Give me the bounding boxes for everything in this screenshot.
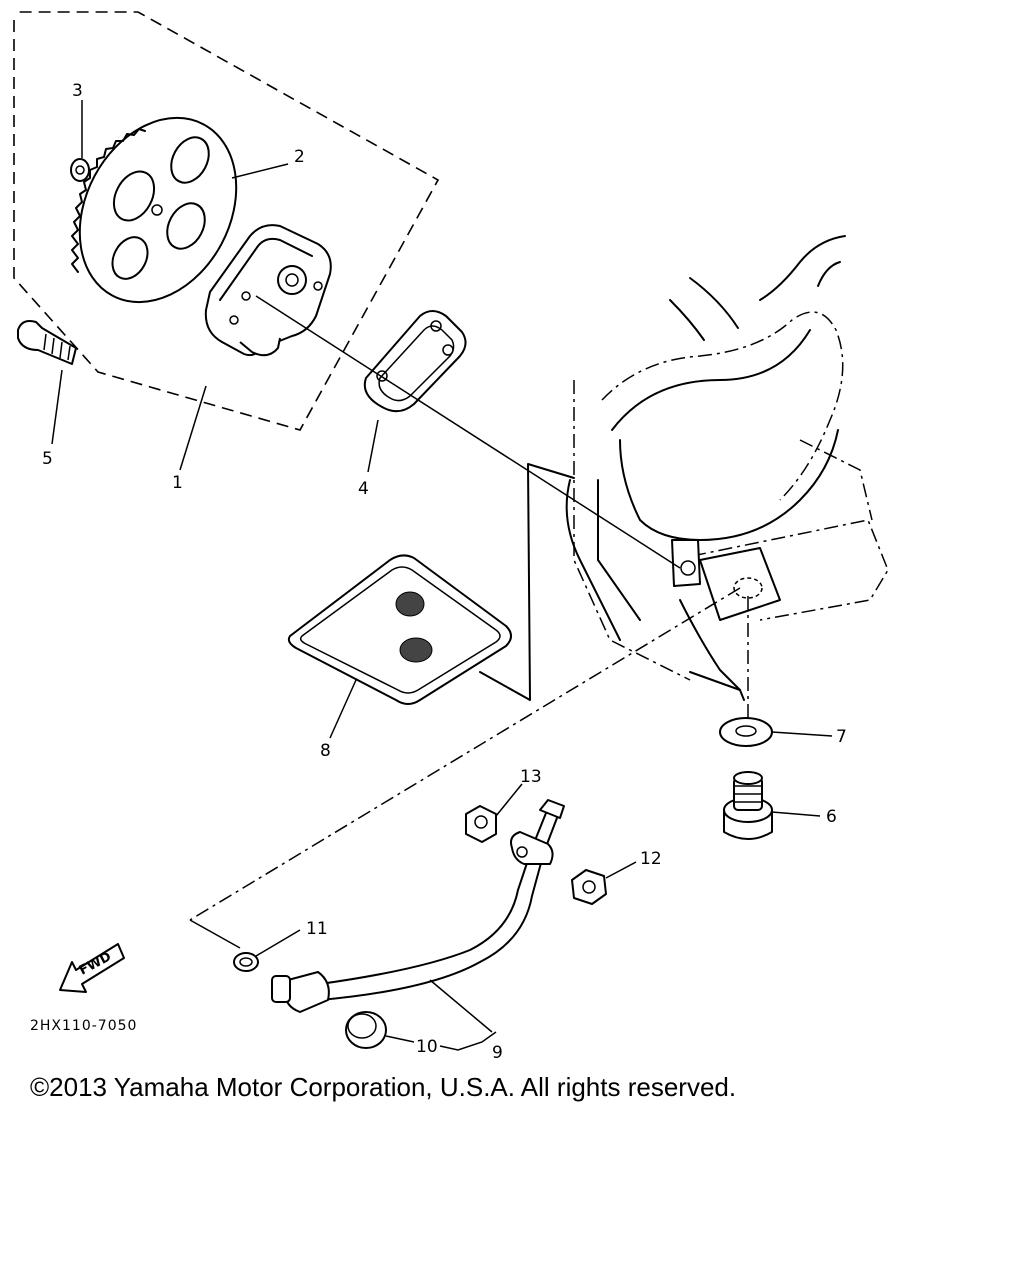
circlip xyxy=(70,158,90,182)
label-part-13: 13 xyxy=(520,767,542,787)
nut-13 xyxy=(465,805,497,843)
exploded-parts-diagram: FWD 3 2 5 1 4 7 6 8 13 12 11 10 9 2HX110… xyxy=(13,11,889,1063)
screen-mesh-1 xyxy=(395,591,425,617)
label-part-4: 4 xyxy=(358,479,369,499)
oil-strainer-screen xyxy=(287,554,512,705)
label-part-10: 10 xyxy=(416,1037,438,1057)
copyright-notice: ©2013 Yamaha Motor Corporation, U.S.A. A… xyxy=(30,1072,737,1102)
label-part-9: 9 xyxy=(492,1043,503,1063)
leader-lines xyxy=(51,100,833,1051)
label-part-1: 1 xyxy=(172,473,183,493)
gear-teeth xyxy=(71,128,146,273)
drain-washer xyxy=(719,717,773,747)
label-part-11: 11 xyxy=(306,919,328,939)
label-part-3: 3 xyxy=(72,81,83,101)
cap xyxy=(345,1011,387,1049)
bolt xyxy=(17,320,77,365)
pipe-bracket-line xyxy=(189,919,241,949)
drawing-number: 2HX110-7050 xyxy=(30,1018,137,1034)
label-part-12: 12 xyxy=(640,849,662,869)
label-part-8: 8 xyxy=(320,741,331,761)
nut-12 xyxy=(571,869,607,905)
fwd-arrow-icon: FWD xyxy=(59,943,125,993)
assembly-outline-dashed xyxy=(13,11,440,431)
pump-axis-line xyxy=(255,295,681,569)
crankcase xyxy=(565,235,889,701)
label-part-5: 5 xyxy=(42,449,53,469)
label-part-7: 7 xyxy=(836,727,847,747)
label-part-2: 2 xyxy=(294,147,305,167)
gasket xyxy=(363,310,467,413)
pump-drive-gear xyxy=(71,116,238,304)
oil-pipe xyxy=(271,799,565,1013)
screen-bracket xyxy=(479,463,575,701)
pump-body xyxy=(204,224,332,357)
label-part-6: 6 xyxy=(826,807,837,827)
screen-mesh-2 xyxy=(399,637,433,663)
drain-plug xyxy=(723,771,773,840)
o-ring xyxy=(233,952,259,972)
